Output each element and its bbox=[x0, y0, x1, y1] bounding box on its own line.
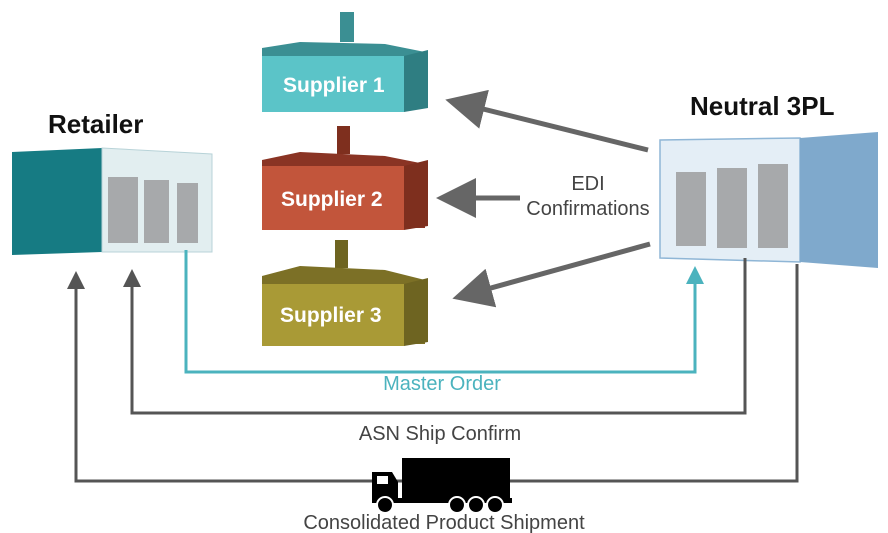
supplier-3-factory: Supplier 3 bbox=[262, 240, 428, 346]
asn-label: ASN Ship Confirm bbox=[359, 423, 521, 445]
master-order-label: Master Order bbox=[383, 373, 501, 395]
supplier-2-body bbox=[262, 166, 404, 230]
truck-wheel-1 bbox=[376, 496, 394, 514]
edi-label-line1: EDI bbox=[571, 173, 604, 195]
supplier-3-label: Supplier 3 bbox=[280, 304, 382, 327]
supplier-1-side bbox=[404, 50, 428, 112]
supplier-1-body bbox=[262, 56, 404, 112]
truck-icon bbox=[372, 458, 512, 514]
supplier-3-side bbox=[404, 278, 428, 346]
edi-label-line2: Confirmations bbox=[526, 198, 649, 220]
supplier-2-chimney bbox=[337, 126, 350, 154]
truck-window bbox=[377, 476, 388, 484]
supplier-2-side bbox=[404, 160, 428, 230]
neutral-3pl-window-3 bbox=[758, 164, 788, 248]
truck-wheel-3 bbox=[467, 496, 485, 514]
retailer-window-2 bbox=[144, 180, 169, 243]
supplier-3-body bbox=[262, 284, 404, 346]
shipment-label: Consolidated Product Shipment bbox=[303, 512, 585, 533]
neutral-3pl-label: Neutral 3PL bbox=[690, 91, 835, 121]
edi-arrow-supplier-3 bbox=[452, 241, 651, 308]
supplier-1-factory: Supplier 1 bbox=[262, 12, 428, 112]
neutral-3pl-side-face bbox=[800, 132, 878, 268]
supplier-1-label: Supplier 1 bbox=[283, 74, 385, 97]
supplier-2-label: Supplier 2 bbox=[281, 188, 383, 211]
truck-wheel-2 bbox=[448, 496, 466, 514]
edi-arrow-supplier-1 bbox=[445, 89, 649, 153]
retailer-label: Retailer bbox=[48, 109, 143, 139]
retailer-side-face bbox=[12, 148, 102, 255]
neutral-3pl-window-2 bbox=[717, 168, 747, 248]
master-order-flow-line bbox=[184, 250, 704, 374]
retailer-window-1 bbox=[108, 177, 138, 243]
supplier-3-chimney bbox=[335, 240, 348, 268]
truck-wheel-4 bbox=[486, 496, 504, 514]
neutral-3pl-building: Neutral 3PL bbox=[659, 91, 878, 268]
retailer-window-3 bbox=[177, 183, 198, 243]
truck-trailer bbox=[402, 458, 510, 502]
supplier-2-factory: Supplier 2 bbox=[262, 126, 428, 230]
retailer-building: Retailer bbox=[12, 109, 213, 255]
asn-flow-line bbox=[123, 258, 747, 415]
truck-chassis bbox=[372, 498, 512, 503]
supplier-1-chimney bbox=[340, 12, 354, 42]
neutral-3pl-window-1 bbox=[676, 172, 706, 246]
